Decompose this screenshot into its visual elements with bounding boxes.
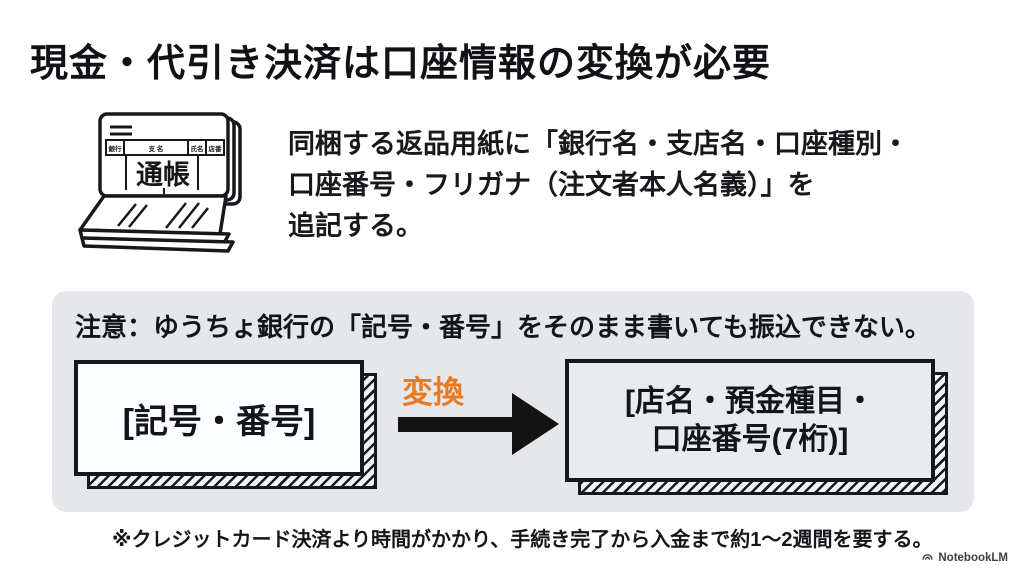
passbook-header-row <box>105 139 225 156</box>
passbook-illustration: 銀行 支 名 氏名 店番 通帳 <box>78 112 242 253</box>
after-box-line-2: 口座番号(7桁)] <box>651 422 849 456</box>
passbook-open-page <box>78 194 228 236</box>
passbook-header-cell: 氏名 <box>191 144 204 153</box>
passbook-slash <box>165 202 187 229</box>
passbook-slash <box>191 207 209 229</box>
after-box-line-1: [店名・預金種目・ <box>625 384 875 418</box>
passbook-slash <box>128 204 148 228</box>
passbook-slash <box>117 203 137 227</box>
slide-title: 現金・代引き決済は口座情報の変換が必要 <box>30 43 772 85</box>
intro-line-2: 口座番号・フリガナ（注文者本人名義）」を <box>288 170 815 200</box>
passbook-header-cell: 支 名 <box>148 144 164 153</box>
notebooklm-logo-icon <box>922 554 933 560</box>
intro-line-3: 追記する。 <box>288 211 423 241</box>
passbook-page-stack-2 <box>80 236 235 253</box>
warning-text: 注意：ゆうちょ銀行の「記号・番号」をそのまま書いても振込できない。 <box>75 312 931 342</box>
intro-line-1: 同梱する返品用紙に「銀行名・支店名・口座種別・ <box>288 129 909 159</box>
passbook-header-cell: 店番 <box>209 144 223 153</box>
passbook-label: 通帳 <box>136 160 190 190</box>
after-conversion-box: [店名・預金種目・ 口座番号(7桁)] <box>565 359 948 495</box>
passbook-slash <box>178 202 200 229</box>
footnote: ※クレジットカード決済より時間がかかり、手続き完了から入金まで約1～2週間を要す… <box>112 529 933 551</box>
notice-panel: 注意：ゆうちょ銀行の「記号・番号」をそのまま書いても振込できない。 [記号・番号… <box>52 291 974 512</box>
watermark-label: NotebookLM <box>938 551 1008 564</box>
before-box-label: [記号・番号] <box>74 360 364 476</box>
intro-paragraph: 同梱する返品用紙に「銀行名・支店名・口座種別・ 口座番号・フリガナ（注文者本人名… <box>288 124 909 247</box>
arrow-head-icon <box>512 393 559 455</box>
before-conversion-box: [記号・番号] <box>74 360 377 489</box>
watermark: NotebookLM <box>921 551 1008 564</box>
conversion-label: 変換 <box>402 375 464 410</box>
after-box-label: [店名・預金種目・ 口座番号(7桁)] <box>565 359 935 482</box>
passbook-header-cell: 銀行 <box>109 144 123 153</box>
arrow-shaft <box>398 417 516 432</box>
